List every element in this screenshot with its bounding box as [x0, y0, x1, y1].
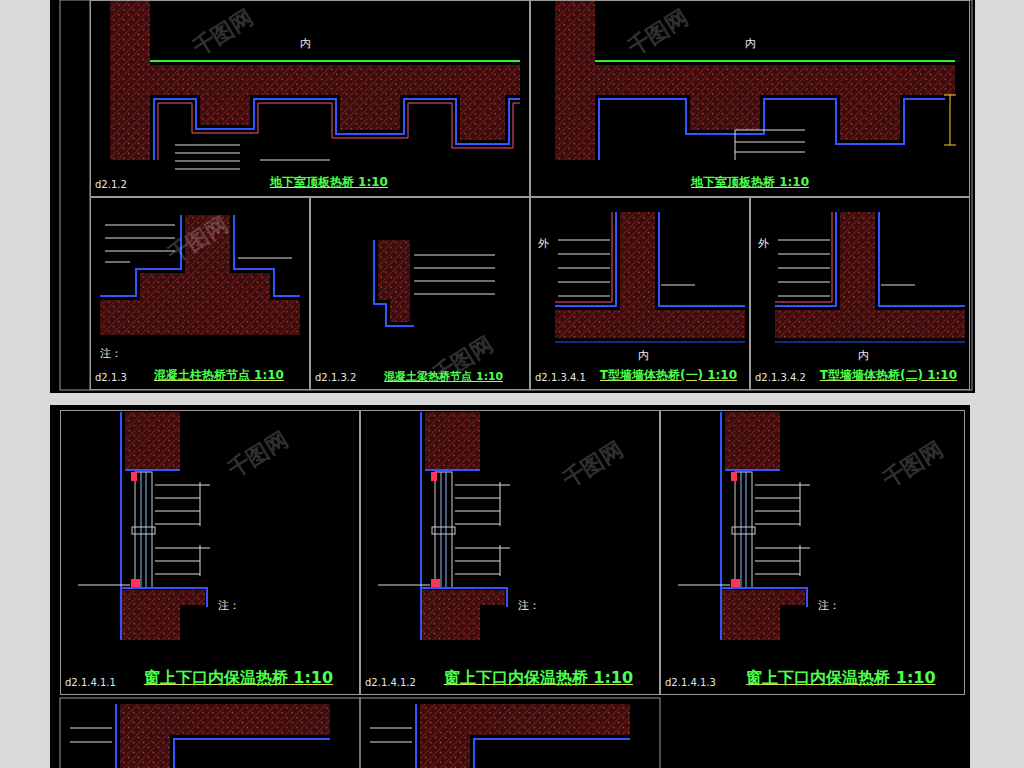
t-wall-detail — [775, 212, 965, 342]
window-detail — [378, 412, 510, 640]
drawing-panel: 窗上下口内保温热桥 1:10 d2.1.4.1.1 — [60, 410, 360, 695]
drawing-number: d2.1.4.1.2 — [365, 677, 416, 688]
drawing-note: 内 — [300, 36, 311, 51]
drawing-note: 外 — [758, 236, 769, 251]
insulation-line — [599, 99, 945, 160]
insulation-line — [474, 739, 630, 768]
insulation-line — [415, 704, 417, 768]
dimension-line — [944, 95, 956, 145]
drawing-note: 内 — [745, 36, 756, 51]
t-wall-detail — [555, 212, 745, 342]
drawing-note: 内 — [638, 348, 649, 363]
concrete-beam — [378, 240, 410, 300]
drawing-note: 内 — [858, 348, 869, 363]
drawing-number: d2.1.3.2 — [315, 372, 356, 383]
sheet-ground — [50, 405, 970, 768]
drawing-panel: 地下室顶板热桥 1:10 — [530, 0, 970, 197]
drawing-note: 注： — [218, 598, 240, 613]
panel-frame — [360, 698, 660, 768]
drawing-number: d2.1.3 — [95, 372, 127, 383]
drawing-panel: 混凝土梁热桥节点 1:10d2.1.3.2 — [310, 197, 530, 390]
drawing-title: 地下室顶板热桥 1:10 — [133, 174, 525, 191]
insulation-line — [154, 99, 520, 160]
footing — [100, 273, 300, 335]
window-detail — [678, 412, 810, 640]
sheet-ground — [50, 0, 975, 393]
concrete-wall — [120, 704, 330, 768]
insulation-line — [174, 739, 330, 768]
floor-finish — [595, 60, 955, 62]
drawing-number: d2.1.3.4.2 — [755, 372, 806, 383]
insulation-line — [374, 240, 414, 326]
drawing-note: 注： — [518, 598, 540, 613]
drawing-title: 窗上下口内保温热桥 1:10 — [122, 668, 355, 689]
leader-line — [70, 728, 112, 742]
panel-frame — [60, 698, 360, 768]
drawing-title: 混凝土柱热桥节点 1:10 — [133, 367, 305, 384]
concrete-wall — [555, 0, 595, 160]
drawing-note: 注： — [818, 598, 840, 613]
drawing-number: d2.1.2 — [95, 179, 127, 190]
sheet-frame — [60, 0, 972, 390]
drawing-number: d2.1.4.1.3 — [665, 677, 716, 688]
drawing-title: 地下室顶板热桥 1:10 — [535, 174, 965, 191]
drawing-number: d2.1.4.1.1 — [65, 677, 116, 688]
roof-slab — [595, 65, 955, 140]
concrete-wall — [420, 704, 630, 768]
drawing-panel: 地下室顶板热桥 1:10 d2.1.2 — [90, 0, 530, 197]
drawing-title: 窗上下口内保温热桥 1:10 — [722, 668, 960, 689]
concrete-wall — [110, 0, 150, 160]
insulation-line — [234, 215, 300, 296]
drawing-note: 外 — [538, 236, 549, 251]
leader-line — [370, 728, 412, 742]
leader-line — [414, 255, 495, 294]
leader-line — [735, 130, 805, 160]
drawing-note: 注： — [100, 346, 122, 361]
insulation-line — [115, 704, 117, 768]
drawing-title: T型墙墙体热桥(一) 1:10 — [592, 367, 745, 384]
drawing-number: d2.1.3.4.1 — [535, 372, 586, 383]
leader-line — [175, 145, 330, 169]
finish-line — [158, 103, 520, 160]
concrete-beam — [390, 300, 410, 322]
window-detail — [78, 412, 210, 640]
drawing-title: T型墙墙体热桥(二) 1:10 — [812, 367, 965, 384]
drawing-title: 窗上下口内保温热桥 1:10 — [422, 668, 655, 689]
